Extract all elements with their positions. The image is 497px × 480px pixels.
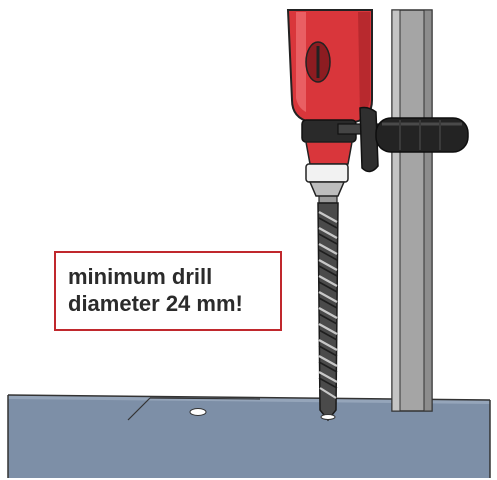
existing-hole-marker xyxy=(189,408,207,416)
minimum-diameter-note: minimum drill diameter 24 mm! xyxy=(54,251,282,331)
pillar-post-icon xyxy=(391,9,433,412)
note-line-2: diameter 24 mm! xyxy=(68,291,243,316)
floor-slab-icon xyxy=(7,394,491,478)
hand-drill-icon xyxy=(286,9,373,197)
side-handle-icon xyxy=(337,106,469,173)
note-line-1: minimum drill xyxy=(68,264,213,289)
drill-bit-icon xyxy=(317,192,339,422)
